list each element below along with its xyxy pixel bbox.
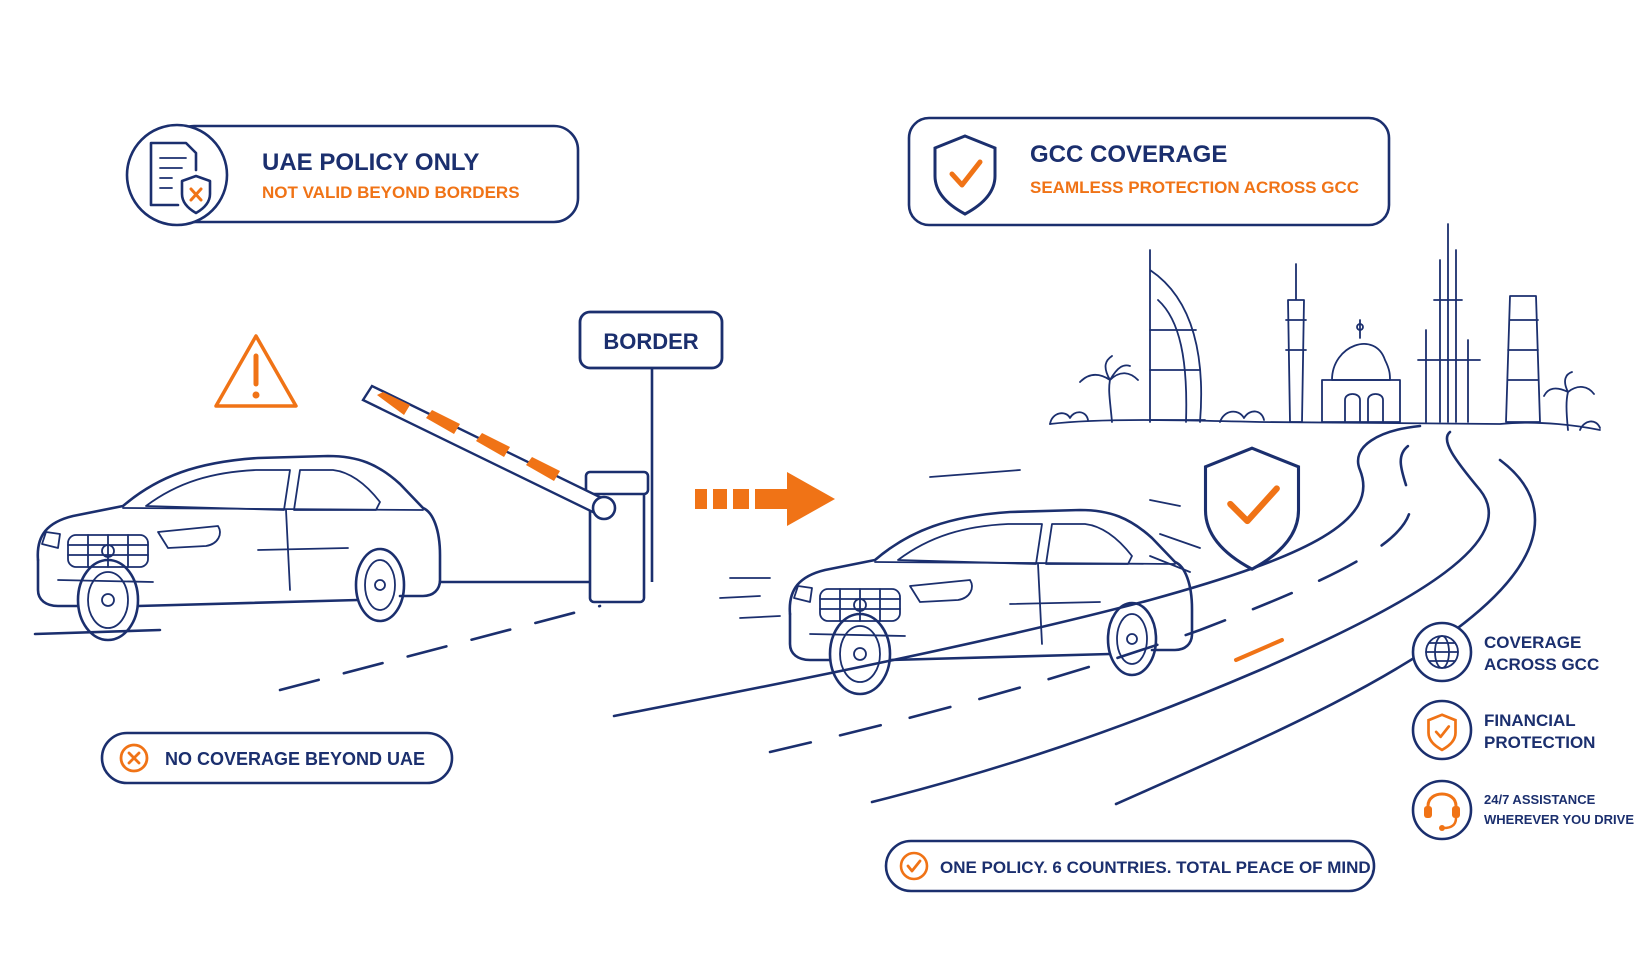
feature-line-2: WHEREVER YOU DRIVE bbox=[1484, 812, 1634, 827]
gcc-coverage-card: GCC COVERAGE SEAMLESS PROTECTION ACROSS … bbox=[907, 116, 1391, 227]
feature-line-2: ACROSS GCC bbox=[1484, 655, 1599, 674]
gcc-coverage-subtitle: SEAMLESS PROTECTION ACROSS GCC bbox=[1030, 178, 1359, 197]
no-coverage-badge: NO COVERAGE BEYOND UAE bbox=[100, 731, 454, 785]
warning-icon bbox=[214, 334, 298, 408]
feature-coverage-across-gcc: COVERAGE ACROSS GCC bbox=[1411, 621, 1599, 683]
feature-line-2: PROTECTION bbox=[1484, 733, 1595, 752]
protection-shield-icon bbox=[1203, 446, 1301, 571]
uncovered-car bbox=[36, 454, 442, 642]
right-road bbox=[612, 424, 1537, 806]
shield-check-icon bbox=[933, 134, 997, 216]
no-coverage-label: NO COVERAGE BEYOND UAE bbox=[165, 749, 425, 769]
gcc-skyline bbox=[1049, 223, 1601, 431]
border-barrier: BORDER bbox=[361, 310, 724, 604]
feature-line-1: FINANCIAL bbox=[1484, 711, 1576, 730]
border-sign-label: BORDER bbox=[603, 329, 698, 354]
gcc-coverage-title: GCC COVERAGE bbox=[1030, 141, 1227, 168]
uae-policy-card: UAE POLICY ONLY NOT VALID BEYOND BORDERS bbox=[125, 123, 580, 227]
check-circle-icon bbox=[899, 851, 929, 881]
covered-car bbox=[788, 508, 1194, 696]
left-road bbox=[33, 580, 602, 692]
feature-financial-protection: FINANCIAL PROTECTION bbox=[1411, 699, 1595, 761]
globe-icon bbox=[1425, 635, 1459, 669]
speed-lines bbox=[719, 469, 1201, 619]
headset-icon bbox=[1424, 792, 1460, 831]
tagline-badge: ONE POLICY. 6 COUNTRIES. TOTAL PEACE OF … bbox=[884, 839, 1375, 893]
document-shield-x-icon bbox=[149, 141, 212, 215]
feature-line-1: COVERAGE bbox=[1484, 633, 1581, 652]
tagline-text: ONE POLICY. 6 COUNTRIES. TOTAL PEACE OF … bbox=[940, 858, 1375, 877]
uae-policy-title: UAE POLICY ONLY bbox=[262, 149, 479, 176]
shield-check-icon bbox=[1427, 713, 1457, 752]
border-sign bbox=[578, 310, 724, 370]
transition-arrow-icon bbox=[695, 472, 835, 526]
barrier-arm bbox=[361, 384, 617, 521]
uae-policy-subtitle: NOT VALID BEYOND BORDERS bbox=[262, 183, 520, 202]
x-circle-icon bbox=[119, 743, 149, 773]
feature-24-7-assistance: 24/7 ASSISTANCE WHEREVER YOU DRIVE bbox=[1411, 779, 1634, 841]
feature-line-1: 24/7 ASSISTANCE bbox=[1484, 792, 1596, 807]
feature-list: COVERAGE ACROSS GCC FINANCIAL PROTECTION… bbox=[1411, 621, 1634, 841]
